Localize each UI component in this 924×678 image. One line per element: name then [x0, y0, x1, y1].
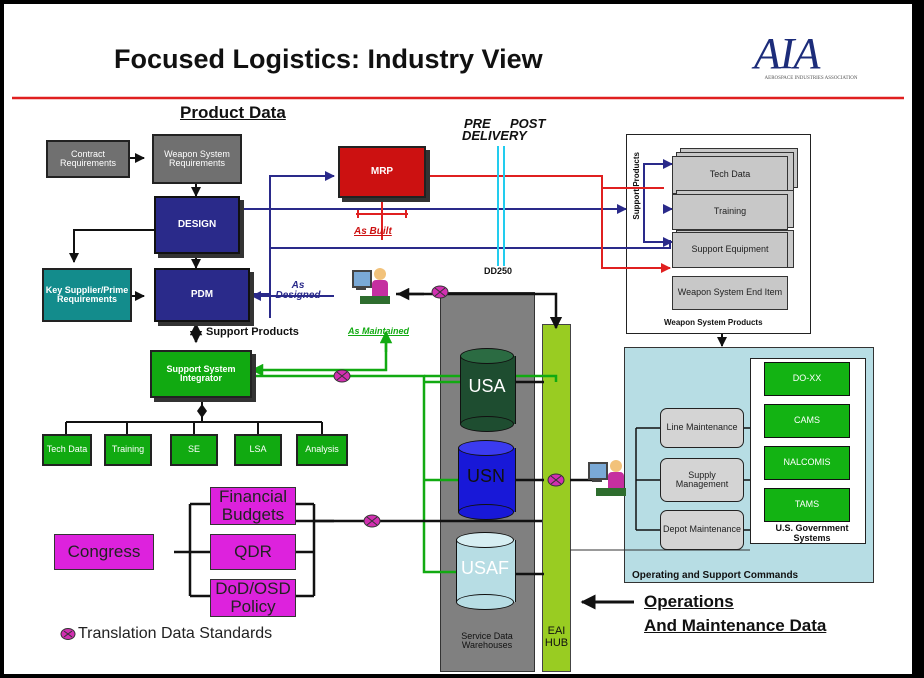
wsp-training-box: Training — [672, 194, 788, 230]
delivery-label: DELIVERY — [462, 128, 527, 143]
mrp-box: MRP — [338, 146, 426, 198]
gov-system-do-xx: DO-XX — [764, 362, 850, 396]
pdm-box: PDM — [154, 268, 250, 322]
as-maintained-label: As Maintained — [348, 326, 410, 336]
ssi-output-tech-data: Tech Data — [42, 434, 92, 466]
ssi-output-training: Training — [104, 434, 152, 466]
warehouse-caption: Service Data Warehouses — [461, 630, 513, 650]
wsp-tech-data-box: Tech Data — [672, 156, 788, 194]
slide: Focused Logistics: Industry View AIA AER… — [4, 4, 912, 674]
support-system-integrator-box: Support System Integrator — [150, 350, 252, 398]
warehouse-usn: USN — [458, 440, 516, 520]
dod-osd-policy-box: DoD/OSD Policy — [210, 579, 296, 617]
weapon-system-requirements-box: Weapon System Requirements — [152, 134, 242, 184]
dd250-label: DD250 — [484, 266, 513, 276]
maintenance-operator-icon — [586, 458, 630, 502]
aia-logo: AIA AEROSPACE INDUSTRIES ASSOCIATION — [742, 28, 880, 90]
support-products-label: Support Products — [206, 326, 299, 338]
product-data-label: Product Data — [180, 103, 286, 122]
om-label-line2: And Maintenance Data — [644, 616, 827, 635]
gov-system-cams: CAMS — [764, 404, 850, 438]
as-designed-label: As Designed — [275, 279, 321, 301]
aia-logo-subtext: AEROSPACE INDUSTRIES ASSOCIATION — [764, 76, 858, 81]
wsp-end-item-box: Weapon System End Item — [672, 276, 788, 310]
warehouse-usaf-label: USAF — [460, 558, 509, 578]
gov-system-tams: TAMS — [764, 488, 850, 522]
congress-box: Congress — [54, 534, 154, 570]
eai-hub-bar — [542, 324, 571, 672]
qdr-box: QDR — [210, 534, 296, 570]
wsp-support-equipment-box: Support Equipment — [672, 232, 788, 268]
translation-legend: Translation Data Standards — [78, 625, 273, 642]
eai-hub-label: EAI HUB — [544, 625, 569, 649]
gov-systems-caption: U.S. Government Systems — [775, 523, 849, 543]
warehouse-usa: USA — [460, 348, 516, 432]
aia-logo-text: AIA — [754, 29, 820, 78]
as-built-label: As Built — [354, 226, 392, 237]
ssi-output-se: SE — [170, 434, 218, 466]
ssi-output-lsa: LSA — [234, 434, 282, 466]
warehouse-usn-label: USN — [466, 466, 505, 486]
key-supplier-box: Key Supplier/Prime Requirements — [42, 268, 132, 322]
ssi-output-analysis: Analysis — [296, 434, 348, 466]
support-products-vertical-label: Support Products — [632, 152, 641, 220]
post-label: POST — [510, 116, 546, 131]
slide-title: Focused Logistics: Industry View — [114, 44, 543, 74]
warehouse-usa-label: USA — [468, 376, 506, 396]
weapon-system-products-caption: Weapon System Products — [664, 318, 763, 327]
financial-budgets-box: Financial Budgets — [210, 487, 296, 525]
pre-label: PRE — [464, 116, 491, 131]
depot-maintenance-box: Depot Maintenance — [660, 510, 744, 550]
design-box: DESIGN — [154, 196, 240, 254]
warehouse-usaf: USAF — [456, 532, 516, 610]
line-maintenance-box: Line Maintenance — [660, 408, 744, 448]
operator-figure-icon — [350, 266, 394, 310]
supply-management-box: Supply Management — [660, 458, 744, 502]
om-label-line1: Operations — [644, 592, 734, 611]
contract-requirements-box: Contract Requirements — [46, 140, 130, 178]
gov-system-nalcomis: NALCOMIS — [764, 446, 850, 480]
operating-commands-caption: Operating and Support Commands — [632, 570, 799, 581]
